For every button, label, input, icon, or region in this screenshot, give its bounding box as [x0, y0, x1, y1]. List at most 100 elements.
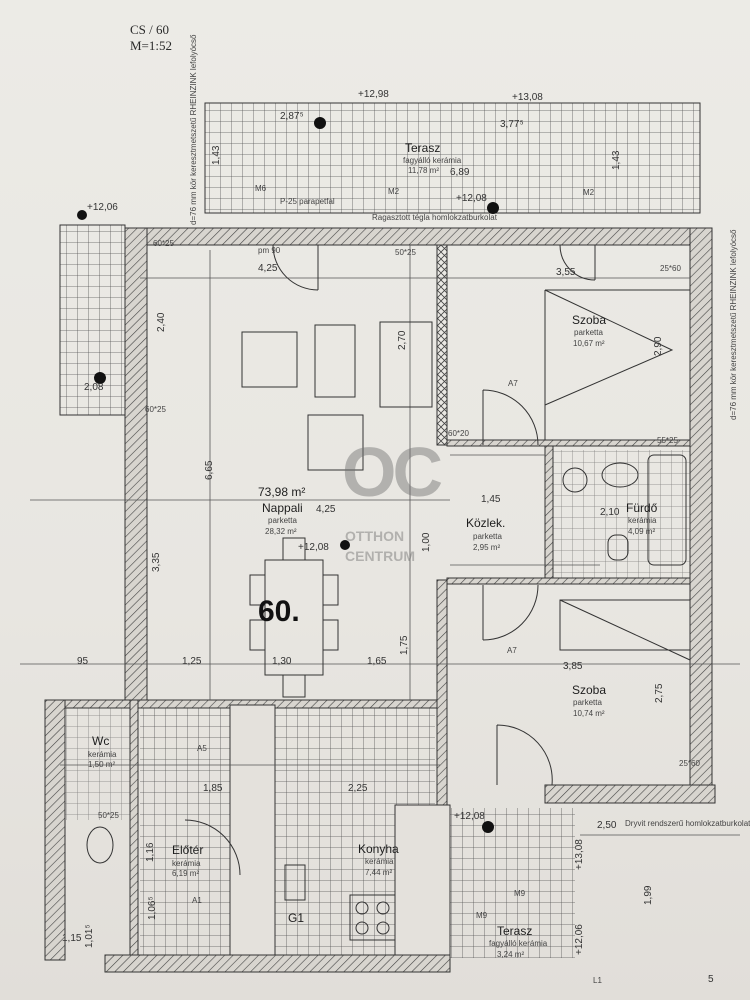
room-name-living: Nappali — [262, 501, 303, 515]
room-name-bedroom2: Szoba — [572, 683, 607, 697]
dimension-label: 1,30 — [272, 656, 292, 667]
room-name-kitchen: Konyha — [358, 842, 399, 856]
dimension-label: 2,40 — [156, 312, 167, 332]
bath-tiles — [550, 450, 690, 580]
dimension-label: 3,55 — [556, 267, 576, 278]
element-tag: G1 — [288, 911, 305, 925]
wall-szoba-bottom — [544, 784, 716, 804]
element-tag: A7 — [508, 379, 518, 388]
note-railing: Ragasztott tégla homlokzatburkolat — [372, 213, 497, 222]
note-dryvit: Dryvit rendszerű homlokzatburkolat — [625, 819, 750, 828]
dimension-label: 3,77⁵ — [500, 119, 524, 130]
terrace-small-tiles — [450, 808, 575, 958]
watermark-logo: OC — [342, 433, 443, 511]
level-mark: +13,08 — [574, 839, 585, 870]
balcony-left-tiles — [59, 224, 126, 416]
wall-note: 25*60 — [660, 264, 681, 273]
watermark-line1: OTTHON — [345, 528, 405, 544]
kitchen-shaft — [229, 704, 276, 956]
dimension-label: 3,35 — [151, 552, 162, 572]
wall-bath — [544, 444, 554, 581]
room-floor-kitchen: kerámia — [365, 857, 394, 866]
scale-label: M=1:52 — [130, 38, 173, 53]
element-tag: M9 — [476, 911, 488, 920]
level-mark: +12,08 — [456, 193, 487, 204]
dimension-label: 6,65 — [204, 460, 215, 480]
dimension-label: 2,10 — [600, 507, 620, 518]
watermark-line2: CENTRUM — [345, 548, 415, 564]
dimension-label: 1,45 — [481, 494, 501, 505]
note-downpipe-left: d=76 mm kör keresztmetszetű RHEINZINK le… — [189, 34, 198, 225]
dimension-label: 2,08 — [84, 382, 104, 393]
wall-wc — [129, 699, 139, 956]
room-name-bathroom: Fürdő — [626, 501, 658, 515]
wall-note: 25*60 — [679, 759, 700, 768]
room-name-corridor: Közlek. — [466, 516, 506, 530]
level-markers — [77, 117, 499, 833]
page-number: 5 — [708, 974, 714, 985]
room-floor-bedroom1: parketta — [574, 328, 603, 337]
dimension-label: 1,06⁵ — [147, 896, 158, 920]
wall-note: 60*20 — [448, 429, 469, 438]
dimension-label: 95 — [77, 656, 89, 667]
room-name-terrace-small: Terasz — [497, 924, 533, 938]
dimension-label: 2,25 — [348, 783, 368, 794]
note-parapet: P-25 parapetfal — [280, 197, 335, 206]
element-tag: L1 — [593, 976, 602, 985]
hall-tiles — [140, 705, 230, 955]
dimension-label: 4,25 — [258, 263, 278, 274]
element-tag: M6 — [255, 184, 267, 193]
room-name-bedroom1: Szoba — [572, 313, 607, 327]
wall-szoba-mid — [446, 577, 691, 585]
room-name-wc: Wc — [92, 734, 110, 748]
dimension-label: 2,75 — [654, 683, 665, 703]
wall-left — [124, 227, 148, 704]
dimension-label: 1,25 — [182, 656, 202, 667]
room-area-hall: 6,19 m² — [172, 869, 200, 878]
element-tag: A5 — [197, 744, 207, 753]
room-floor-wc: kerámia — [88, 750, 117, 759]
room-floor-corridor: parketta — [473, 532, 502, 541]
wall-top — [124, 227, 706, 246]
room-floor-bedroom2: parketta — [573, 698, 602, 707]
dimension-label: 2,87⁵ — [280, 111, 304, 122]
wc-tiles — [62, 705, 132, 820]
room-floor-terrace-small: fagyálló kerámia — [489, 939, 548, 948]
dimension-label: 6,89 — [450, 167, 470, 178]
wall-note: 50*25 — [98, 811, 119, 820]
wall-bottom — [104, 954, 451, 973]
wall-terrace — [394, 804, 451, 956]
wall-note: 60*25 — [153, 239, 174, 248]
dimension-label: 4,25 — [316, 504, 336, 515]
wall-note: 50*25 — [395, 248, 416, 257]
apartment-total-area: 73,98 m² — [258, 485, 306, 499]
dimension-label: 1,00 — [421, 532, 432, 552]
wall-note: 55*25 — [657, 436, 678, 445]
level-mark: +12,06 — [574, 924, 585, 955]
room-area-terrace-small: 3,24 m² — [497, 950, 525, 959]
room-area-bedroom1: 10,67 m² — [573, 339, 605, 348]
dimension-label: 2,90 — [653, 336, 664, 356]
dimension-label: 2,70 — [397, 330, 408, 350]
dimension-label: 1,15 — [62, 933, 82, 944]
room-name-terrace: Terasz — [405, 141, 441, 155]
note-pm: pm 90 — [258, 246, 281, 255]
apartment-number: 60. — [258, 595, 300, 628]
room-area-bathroom: 4,09 m² — [628, 527, 656, 536]
dimension-label: 1,99 — [643, 885, 654, 905]
dimension-label: 1,43 — [211, 145, 222, 165]
dimension-label: 1,43 — [611, 150, 622, 170]
level-mark: +12,08 — [298, 542, 329, 553]
room-floor-bathroom: kerámia — [628, 516, 657, 525]
wall-right — [689, 227, 713, 804]
dimension-label: 1,85 — [203, 783, 223, 794]
room-floor-living: parketta — [268, 516, 297, 525]
room-area-terrace: 11,78 m² — [408, 166, 439, 175]
level-mark: +13,08 — [512, 92, 543, 103]
sheet-code: CS / 60 — [130, 22, 170, 37]
note-downpipe-right: d=76 mm kör keresztmetszetű RHEINZINK le… — [729, 229, 738, 420]
dimension-label: 3,85 — [563, 661, 583, 672]
dimension-label: 1,65 — [367, 656, 387, 667]
dimension-label: 1,16 — [145, 842, 156, 862]
